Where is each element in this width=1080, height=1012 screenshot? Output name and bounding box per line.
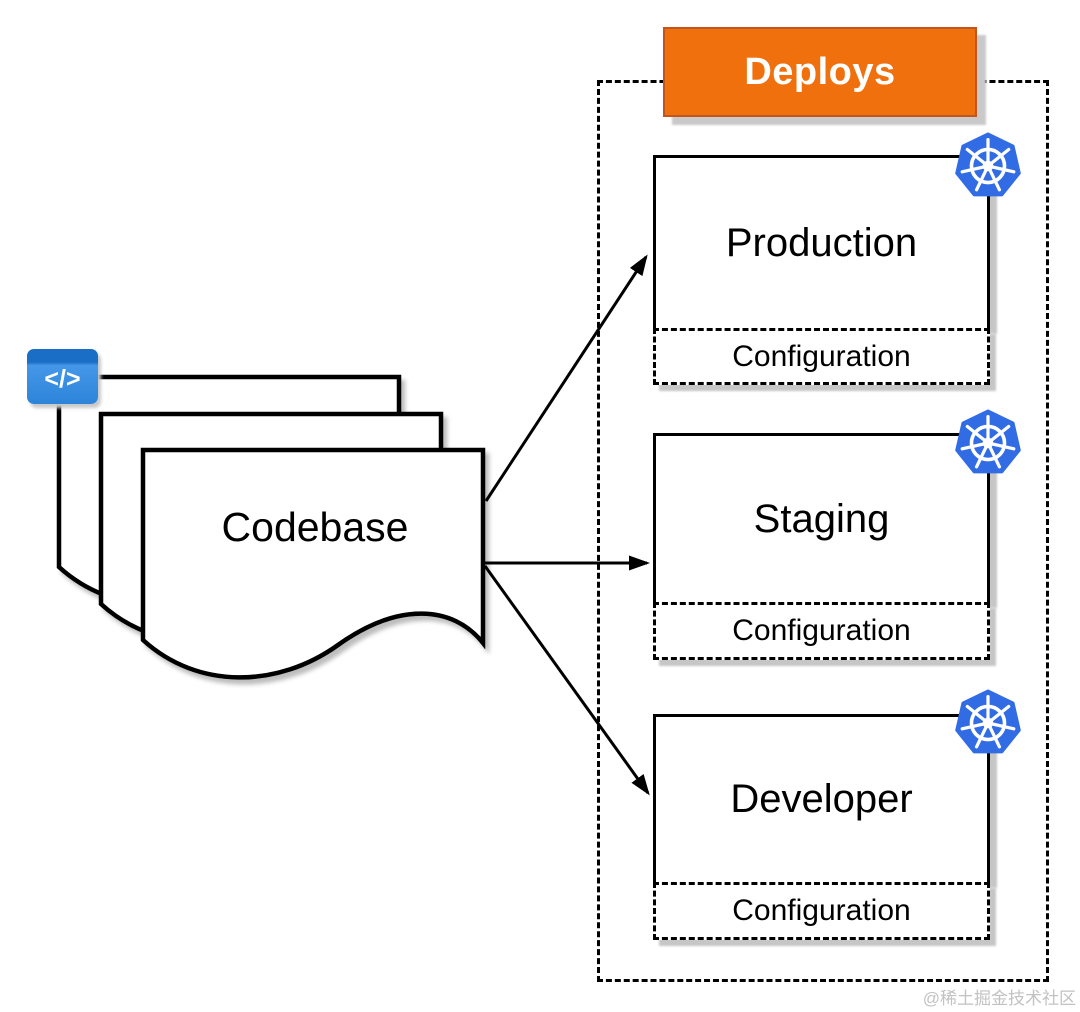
env-label-production: Production [725, 220, 918, 265]
deploys-label: Deploys [744, 50, 896, 93]
kubernetes-icon [955, 689, 1021, 754]
env-box-production: Production [653, 155, 990, 328]
kubernetes-icon [955, 132, 1021, 197]
kubernetes-icon [955, 409, 1021, 474]
watermark: @稀土掘金技术社区 [922, 989, 1076, 1008]
env-label-staging: Staging [753, 496, 890, 541]
deploys-header-box: Deploys [663, 27, 977, 117]
config-box-production: Configuration [653, 328, 990, 385]
config-label-developer: Configuration [732, 894, 911, 927]
code-tag-icon: </> [27, 349, 98, 404]
config-label-staging: Configuration [732, 614, 911, 647]
config-label-production: Configuration [732, 339, 911, 373]
config-box-staging: Configuration [653, 602, 990, 660]
code-badge-glyph: </> [44, 365, 81, 393]
env-label-developer: Developer [730, 777, 913, 821]
env-box-staging: Staging [653, 433, 990, 602]
codebase-label: Codebase [221, 504, 409, 550]
config-box-developer: Configuration [653, 882, 990, 940]
env-box-developer: Developer [653, 714, 990, 882]
